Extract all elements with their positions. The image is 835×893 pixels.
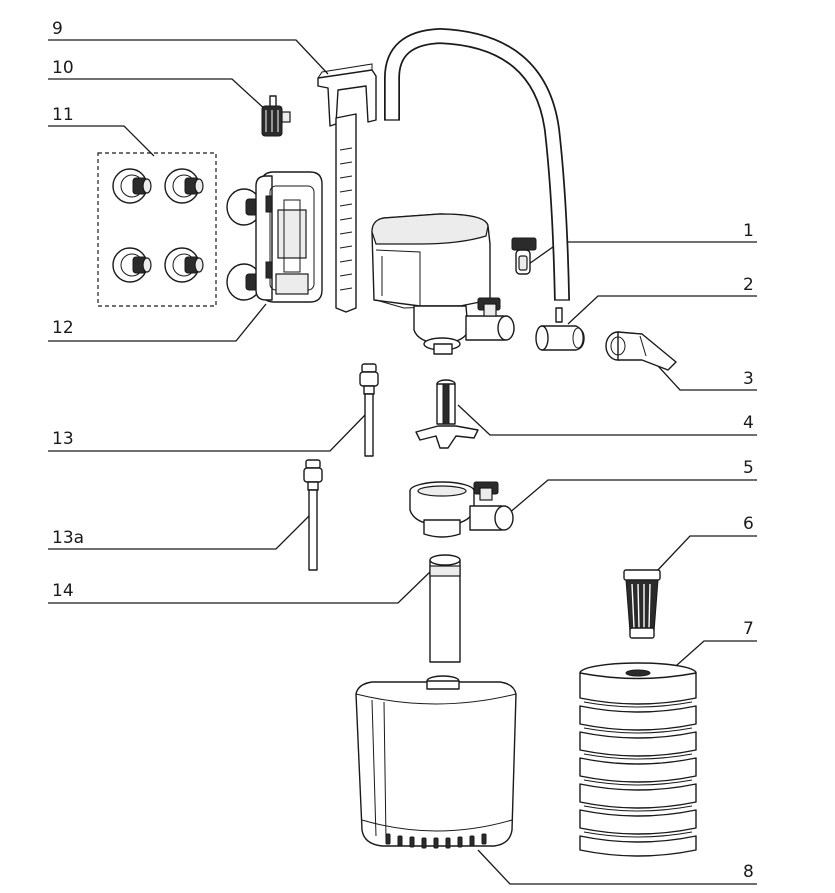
air-intake-connector bbox=[535, 307, 585, 351]
callout-14: 14 bbox=[48, 569, 433, 604]
label-5: 5 bbox=[743, 458, 754, 478]
label-3: 3 bbox=[743, 369, 754, 389]
callout-7: 7 bbox=[667, 619, 757, 674]
callout-8: 8 bbox=[477, 849, 757, 885]
sponge-rings bbox=[579, 705, 697, 857]
callout-5: 5 bbox=[507, 458, 757, 515]
callout-10: 10 bbox=[48, 58, 269, 113]
label-7: 7 bbox=[743, 619, 754, 639]
label-2: 2 bbox=[743, 275, 754, 295]
suction-cup-set bbox=[97, 152, 217, 307]
label-12: 12 bbox=[52, 318, 74, 338]
label-8: 8 bbox=[743, 862, 754, 882]
spray-nozzle bbox=[605, 331, 677, 371]
callout-12: 12 bbox=[48, 303, 267, 342]
callout-6: 6 bbox=[655, 514, 757, 573]
strainer-cartridge bbox=[623, 569, 661, 639]
filter-container bbox=[355, 675, 517, 849]
air-tube bbox=[359, 363, 379, 457]
label-4: 4 bbox=[743, 413, 754, 433]
label-9: 9 bbox=[52, 19, 63, 39]
hanger-bracket bbox=[317, 63, 377, 313]
pump-housing bbox=[409, 481, 514, 538]
label-1: 1 bbox=[743, 221, 754, 241]
label-13: 13 bbox=[52, 429, 74, 449]
pump-motor bbox=[371, 213, 515, 355]
callout-13: 13 bbox=[48, 413, 367, 452]
callout-13a: 13a bbox=[48, 511, 314, 550]
flow-valve bbox=[511, 237, 537, 275]
callout-4: 4 bbox=[457, 404, 757, 436]
label-13a: 13a bbox=[52, 528, 84, 548]
label-10: 10 bbox=[52, 58, 74, 78]
air-tube-long bbox=[303, 459, 323, 571]
container-slots bbox=[385, 833, 487, 849]
air-valve bbox=[261, 95, 291, 137]
label-6: 6 bbox=[743, 514, 754, 534]
impeller bbox=[415, 379, 479, 449]
outlet-hose bbox=[384, 27, 570, 301]
label-11: 11 bbox=[52, 105, 74, 125]
callout-2: 2 bbox=[567, 275, 757, 325]
filter-sponge bbox=[579, 662, 697, 857]
mounting-plate bbox=[226, 171, 323, 303]
label-14: 14 bbox=[52, 581, 74, 601]
callout-9: 9 bbox=[48, 19, 329, 75]
callout-11: 11 bbox=[48, 105, 155, 157]
intake-tube bbox=[429, 554, 461, 663]
